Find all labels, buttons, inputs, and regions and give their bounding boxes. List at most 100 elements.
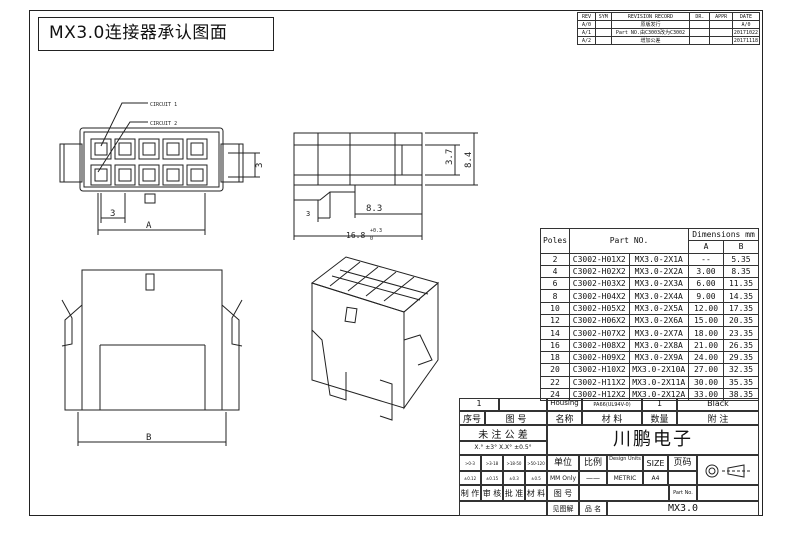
col-poles: Poles xyxy=(540,228,570,254)
parts-cell-a: -- xyxy=(688,252,724,266)
parts-cell-part2: MX3.0-2X4A xyxy=(628,289,689,303)
review-label: 审 核 xyxy=(481,485,503,501)
parts-cell-part1: C3002-H05X2 xyxy=(569,301,630,316)
col-part-no: Part NO. xyxy=(569,228,689,254)
dim-3-side: 3 xyxy=(255,163,265,168)
parts-cell-part2: MX3.0-2X8A xyxy=(628,338,689,352)
bom-note: Black xyxy=(677,398,759,411)
parts-cell-part2: MX3.0-2X6A xyxy=(628,314,689,328)
tol-value: ±0.15 xyxy=(481,471,503,485)
isometric-view xyxy=(310,256,440,421)
drawing-no-label: 图 号 xyxy=(547,485,579,501)
scale-value: —— xyxy=(579,471,607,485)
parts-cell-part2: MX3.0-2X3A xyxy=(628,277,689,291)
parts-cell-a: 21.00 xyxy=(688,338,724,352)
parts-cell-part1: C3002-H01X2 xyxy=(569,252,630,266)
dim-8-3: 8.3 xyxy=(366,204,382,214)
parts-cell-b: 23.35 xyxy=(723,326,759,340)
rev-cell: A/2 xyxy=(577,36,596,45)
parts-cell-poles: 12 xyxy=(540,314,570,328)
parts-cell-b: 8.35 xyxy=(723,264,759,279)
parts-cell-b: 14.35 xyxy=(723,289,759,303)
parts-cell-b: 35.35 xyxy=(723,375,759,389)
parts-cell-part2: MX3.0-2X9A xyxy=(628,350,689,365)
dim-3-small: 3 xyxy=(306,210,310,218)
parts-cell-a: 18.00 xyxy=(688,326,724,340)
dim-3-front: 3 xyxy=(110,209,115,219)
product-name-label: 品 名 xyxy=(579,501,607,516)
label-circuit-1: CIRCUIT 1 xyxy=(150,102,177,108)
parts-cell-part1: C3002-H11X2 xyxy=(569,375,630,389)
tol-range: >0-3 xyxy=(459,455,481,471)
dim-B: B xyxy=(146,433,151,443)
tolerance-title: 未 注 公 差 xyxy=(459,425,547,441)
parts-cell-poles: 16 xyxy=(540,338,570,352)
parts-cell-b: 26.35 xyxy=(723,338,759,352)
drawing-no-value xyxy=(579,485,669,501)
bom-no: 1 xyxy=(459,398,499,411)
parts-cell-part2: MX3.0-2X7A xyxy=(628,326,689,340)
parts-cell-part2: MX3.0-2X5A xyxy=(628,301,689,316)
parts-header-row: Poles Part NO. Dimensions mm xyxy=(540,227,759,254)
title-block: 1 Housing PA66(UL94V-0) 1 Black 序号 图 号 名… xyxy=(459,398,759,516)
design-units-value: METRIC xyxy=(607,471,643,485)
parts-cell-part1: C3002-H12X2 xyxy=(569,387,630,402)
unit-value: MM Only xyxy=(547,471,579,485)
parts-cell-b: 38.35 xyxy=(723,387,759,402)
parts-cell-part1: C3002-H02X2 xyxy=(569,264,630,279)
header-note: 附 注 xyxy=(677,411,759,425)
parts-cell-b: 5.35 xyxy=(723,252,759,266)
parts-cell-part1: C3002-H04X2 xyxy=(569,289,630,303)
tol-value: ±0.12 xyxy=(459,471,481,485)
bom-material: PA66(UL94V-0) xyxy=(582,398,642,411)
parts-cell-poles: 6 xyxy=(540,277,570,291)
header-seq: 序号 xyxy=(459,411,485,425)
parts-cell-b: 32.35 xyxy=(723,363,759,377)
parts-cell-a: 3.00 xyxy=(688,264,724,279)
parts-cell-a: 15.00 xyxy=(688,314,724,328)
parts-cell-poles: 8 xyxy=(540,289,570,303)
rev-cell xyxy=(709,36,733,45)
tol-value: ±0.3 xyxy=(503,471,525,485)
dim-8-4: 8.4 xyxy=(464,152,474,168)
header-drawing-no: 图 号 xyxy=(485,411,547,425)
bom-drawing-no xyxy=(499,398,547,411)
parts-cell-a: 6.00 xyxy=(688,277,724,291)
parts-cell-poles: 10 xyxy=(540,301,570,316)
parts-cell-part2: MX3.0-2X2A xyxy=(628,264,689,279)
parts-cell-poles: 18 xyxy=(540,350,570,365)
product-name: MX3.0 xyxy=(607,501,759,516)
col-dimensions: Dimensions mm xyxy=(688,227,759,242)
company-name: 川鹏电子 xyxy=(547,425,759,455)
parts-cell-poles: 14 xyxy=(540,326,570,340)
bom-name: Housing xyxy=(547,398,582,411)
part-no-label: Part No. xyxy=(669,485,697,501)
tol-range: >50-120 xyxy=(525,455,547,471)
tol-range: >3-18 xyxy=(481,455,503,471)
parts-cell-b: 20.35 xyxy=(723,314,759,328)
parts-cell-part1: C3002-H06X2 xyxy=(569,314,630,328)
tolerance-line: X.° ±3° X.X° ±0.5° xyxy=(459,441,547,455)
design-units-label: Design Units xyxy=(607,455,643,471)
dim-16-8: 16.8 xyxy=(346,231,365,240)
revision-table: REV SYM REVISION RECORD DR. APPR DATE A/… xyxy=(577,12,761,45)
parts-cell-b: 29.35 xyxy=(723,350,759,365)
size-value: A4 xyxy=(643,471,668,485)
size-label: SIZE xyxy=(643,455,668,471)
projection-icon xyxy=(705,464,750,478)
side-view xyxy=(293,132,478,240)
parts-cell-poles: 22 xyxy=(540,375,570,389)
rev-cell: 20171118 xyxy=(731,36,761,45)
